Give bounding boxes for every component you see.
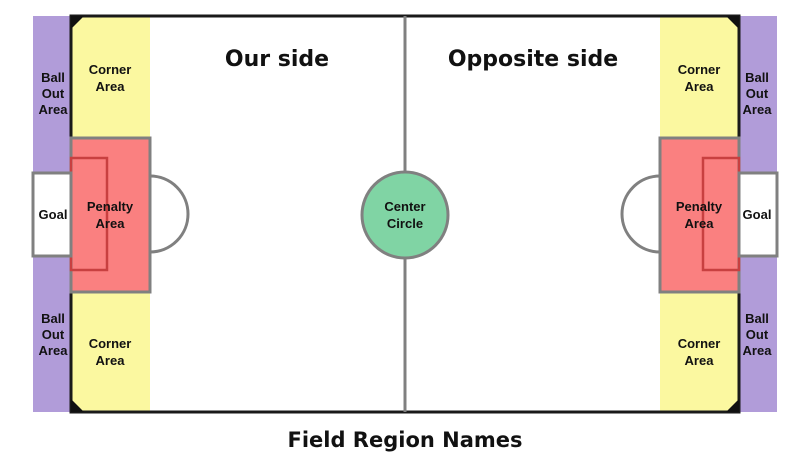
corner-area-bottom-right <box>660 292 739 412</box>
svg-text:Penalty: Penalty <box>676 199 723 214</box>
field-diagram: Our side Opposite side Corner Area Corne… <box>31 14 779 414</box>
svg-text:Penalty: Penalty <box>87 199 134 214</box>
corner-area-label-top-right: Corner Area <box>678 62 721 94</box>
opposite-side-label: Opposite side <box>448 47 618 72</box>
goal-label-left: Goal <box>39 207 68 222</box>
goal-label-right: Goal <box>743 207 772 222</box>
corner-area-label-top-left: Corner Area <box>89 62 132 94</box>
corner-marker-bottom-left <box>71 399 84 412</box>
goal-left <box>31 171 73 258</box>
corner-marker-bottom-right <box>726 399 739 412</box>
svg-text:Area: Area <box>96 216 126 231</box>
svg-text:Area: Area <box>39 102 69 117</box>
ball-out-area-top-left <box>33 16 71 173</box>
svg-text:Corner: Corner <box>89 336 132 351</box>
corner-area-top-right <box>660 16 739 138</box>
svg-text:Center: Center <box>384 199 425 214</box>
penalty-area-label-right: Penalty Area <box>676 199 723 231</box>
svg-text:Ball: Ball <box>745 311 769 326</box>
ball-out-area-label-bottom-left: Ball Out Area <box>39 311 69 358</box>
svg-text:Ball: Ball <box>745 70 769 85</box>
penalty-arc-right <box>620 174 661 254</box>
svg-text:Area: Area <box>685 79 715 94</box>
center-circle-label: Center Circle <box>384 199 425 231</box>
svg-text:Area: Area <box>96 353 126 368</box>
penalty-arc-left <box>149 174 190 254</box>
svg-text:Corner: Corner <box>678 62 721 77</box>
svg-text:Ball: Ball <box>41 70 65 85</box>
svg-text:Area: Area <box>685 216 715 231</box>
svg-text:Out: Out <box>42 327 65 342</box>
goal-right <box>737 171 779 258</box>
svg-text:Area: Area <box>743 102 773 117</box>
svg-text:Area: Area <box>96 79 126 94</box>
ball-out-area-label-bottom-right: Ball Out Area <box>743 311 773 358</box>
svg-text:Corner: Corner <box>678 336 721 351</box>
our-side-label: Our side <box>225 47 329 72</box>
svg-text:Ball: Ball <box>41 311 65 326</box>
ball-out-area-bottom-right <box>739 256 777 412</box>
corner-area-top-left <box>71 16 150 138</box>
corner-area-bottom-left <box>71 292 150 412</box>
svg-text:Area: Area <box>685 353 715 368</box>
corner-marker-top-right <box>726 16 739 29</box>
svg-text:Circle: Circle <box>387 216 423 231</box>
svg-text:Area: Area <box>743 343 773 358</box>
svg-text:Out: Out <box>42 86 65 101</box>
ball-out-area-label-top-right: Ball Out Area <box>743 70 773 117</box>
svg-text:Corner: Corner <box>89 62 132 77</box>
ball-out-area-bottom-left <box>33 256 71 412</box>
svg-text:Out: Out <box>746 86 769 101</box>
figure-caption: Field Region Names <box>287 428 523 452</box>
svg-text:Area: Area <box>39 343 69 358</box>
penalty-area-label-left: Penalty Area <box>87 199 134 231</box>
corner-marker-top-left <box>71 16 84 29</box>
ball-out-area-top-right <box>739 16 777 173</box>
corner-area-label-bottom-left: Corner Area <box>89 336 132 368</box>
corner-area-label-bottom-right: Corner Area <box>678 336 721 368</box>
svg-text:Out: Out <box>746 327 769 342</box>
center-circle <box>360 170 450 260</box>
ball-out-area-label-top-left: Ball Out Area <box>39 70 69 117</box>
